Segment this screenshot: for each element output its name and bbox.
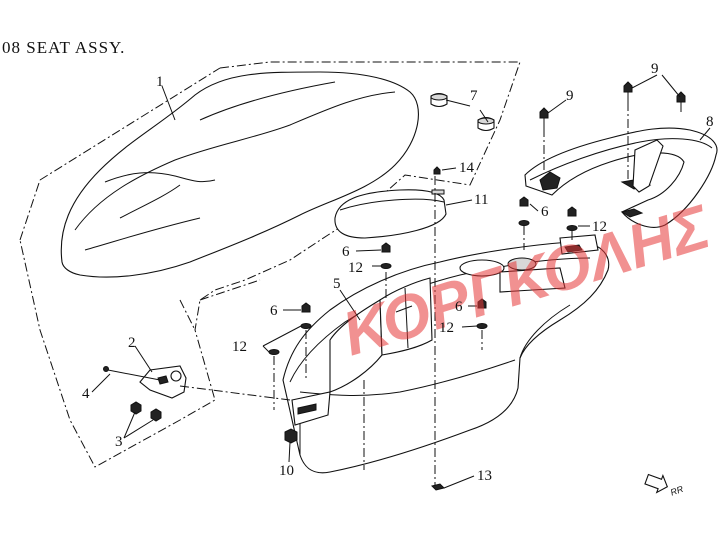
arrow-icon	[644, 473, 669, 494]
storage-lid	[334, 189, 447, 239]
bolts-and-washers	[268, 81, 686, 491]
seat-hinge-assembly	[103, 365, 187, 422]
callout-14: 14	[459, 160, 475, 176]
assembly-lines	[179, 102, 629, 486]
callout-6-c: 6	[270, 303, 278, 319]
rear-carrier	[524, 127, 718, 228]
callout-13: 13	[477, 468, 492, 484]
callout-6-a: 6	[541, 204, 549, 220]
callout-7: 7	[470, 88, 478, 104]
diagram-title: 08 SEAT ASSY.	[2, 38, 126, 57]
direction-label: RR	[669, 484, 685, 498]
callout-12-a: 12	[592, 219, 607, 235]
seat-group-boundary	[19, 61, 521, 468]
callout-12-b: 12	[348, 260, 363, 276]
callout-1: 1	[156, 74, 164, 90]
callout-4: 4	[82, 386, 90, 402]
callout-11: 11	[474, 192, 488, 208]
callout-12-d: 12	[439, 320, 454, 336]
callout-10: 10	[279, 463, 294, 479]
callout-9-a: 9	[566, 88, 574, 104]
callout-6-d: 6	[455, 299, 463, 315]
callout-9-b: 9	[651, 61, 659, 77]
callout-5: 5	[333, 276, 341, 292]
seat-cushion	[60, 71, 419, 278]
callout-6-b: 6	[342, 244, 350, 260]
seat-bumpers	[430, 92, 495, 132]
direction-indicator: RR	[644, 473, 685, 498]
leader-lines	[91, 74, 711, 489]
callout-12-c: 12	[232, 339, 247, 355]
callout-8: 8	[706, 114, 714, 130]
callout-numbers: 1 2 3 4 5 6 6 6 6 7 8 9 9 10 11 12 12 12…	[82, 61, 714, 484]
callout-2: 2	[128, 335, 136, 351]
callout-3: 3	[115, 434, 123, 450]
